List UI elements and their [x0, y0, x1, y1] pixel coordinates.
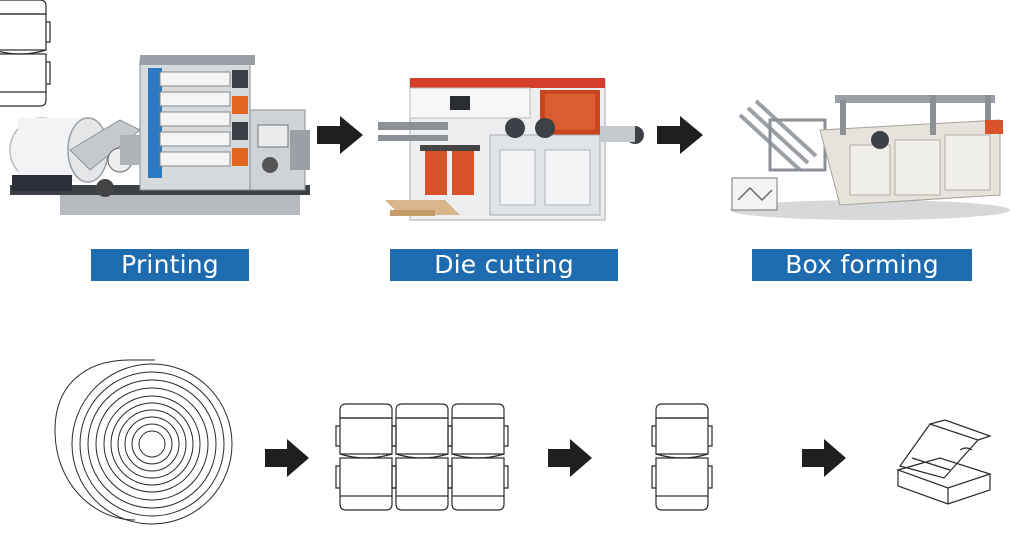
single-blank-icon [651, 403, 713, 511]
paper-roll-icon [54, 359, 233, 525]
label-bar-box-forming [752, 249, 972, 281]
flow-arrow-icon [657, 116, 703, 154]
step-label-printing: Printing [121, 250, 219, 279]
printing-machine-icon [9, 55, 310, 215]
label-bar-printing [91, 249, 249, 281]
flow-arrow-icon [802, 439, 846, 477]
formed-box-icon [896, 419, 992, 505]
label-bar-die-cutting [390, 249, 618, 281]
step-label-box-forming: Box forming [785, 250, 939, 279]
die-cut-sheet-icon [0, 0, 509, 511]
step-label-die-cutting: Die cutting [434, 250, 574, 279]
flow-arrow-icon [548, 439, 592, 477]
flow-arrow-icon [317, 116, 363, 154]
box-forming-machine-icon [730, 95, 1010, 220]
die-cutting-machine-icon [378, 78, 644, 221]
flow-arrow-icon [265, 439, 309, 477]
